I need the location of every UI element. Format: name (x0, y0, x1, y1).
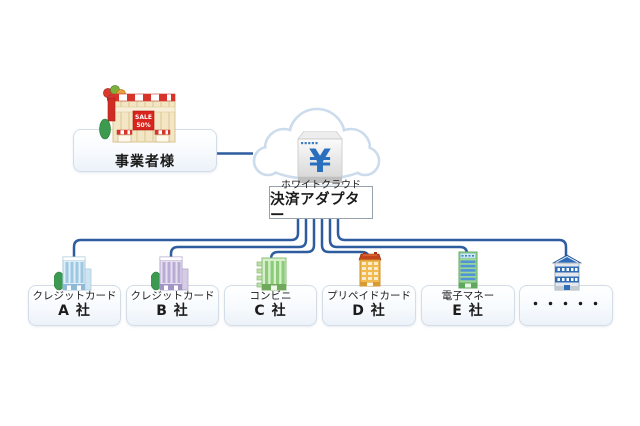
sale-sign-line1: SALE (135, 114, 152, 121)
provider-box-c: コンビニ C 社 (224, 285, 317, 326)
provider-a-category: クレジットカード (32, 290, 117, 303)
yen-symbol: ¥ (309, 142, 331, 180)
provider-d-category: プリペイドカード (327, 290, 411, 303)
bank-building-blue-icon (551, 254, 583, 291)
adapter-label-line2: 決済アダプター (270, 191, 360, 225)
storefront-icon: SALE 50% (99, 85, 176, 143)
line-to-provider-c (269, 217, 316, 267)
provider-box-e: 電子マネー E 社 (421, 285, 515, 326)
tower-building-orange-icon (358, 252, 382, 287)
line-to-provider-f (336, 217, 568, 265)
provider-box-d: プリペイドカード D 社 (322, 285, 416, 326)
tree-icon (99, 118, 111, 140)
provider-c-company: C 社 (254, 303, 287, 320)
line-to-provider-e (328, 217, 469, 265)
adapter-label-box: ホワイトクラウド 決済アダプター (269, 180, 373, 224)
server-led-dots (301, 142, 318, 145)
tower-building-teal-icon (458, 251, 478, 289)
provider-c-category: コンビニ (249, 290, 292, 303)
merchant-label: 事業者様 (115, 154, 175, 170)
provider-box-a: クレジットカード A 社 (28, 285, 121, 326)
line-to-provider-b (169, 217, 308, 265)
office-building-purple-icon (151, 256, 189, 291)
provider-a-company: A 社 (58, 303, 91, 320)
sale-sign-line2: 50% (136, 122, 150, 129)
line-to-provider-a (72, 217, 300, 265)
office-building-blue-icon (54, 256, 92, 291)
yen-server-icon: ¥ (297, 131, 343, 188)
provider-box-others: ・・・・・ (519, 285, 613, 326)
adapter-label-line1: ホワイトクラウド (281, 180, 361, 192)
provider-others-company: ・・・・・ (528, 296, 604, 313)
provider-d-company: D 社 (352, 303, 386, 320)
provider-b-company: B 社 (156, 303, 189, 320)
awning-icon (110, 93, 176, 102)
provider-e-category: 電子マネー (441, 290, 495, 303)
sale-sign: SALE 50% (132, 110, 155, 131)
office-building-green-icon (256, 257, 287, 291)
provider-box-b: クレジットカード B 社 (126, 285, 219, 326)
mini-awnings (116, 129, 171, 135)
provider-e-company: E 社 (452, 303, 484, 320)
provider-b-category: クレジットカード (130, 290, 215, 303)
